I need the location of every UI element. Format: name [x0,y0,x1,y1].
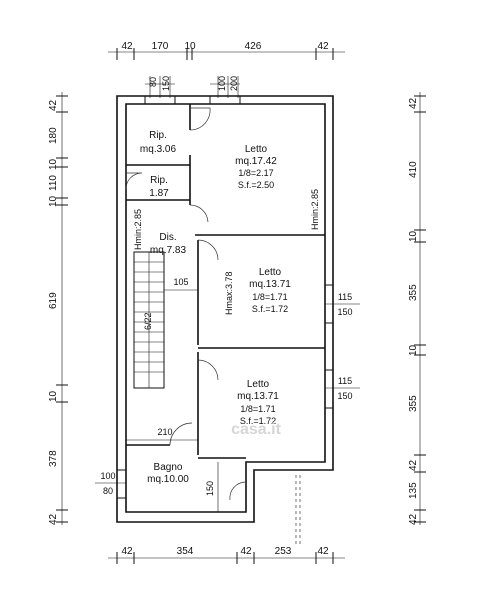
rip2-name: Rip. [150,175,168,186]
bottom-dim-5: 42 [317,546,329,557]
bagno-window-dim-b: 80 [103,486,113,496]
bottom-dimension-line: 42 354 42 253 42 [108,546,345,564]
top-dim-3: 10 [184,41,196,52]
bottom-dim-2: 354 [177,546,194,557]
letto3-sf: S.f.=1.72 [240,416,276,426]
letto3-ratio: 1/8=1.71 [240,404,275,414]
guide-lines [295,475,301,545]
letto3-name: Letto [247,379,270,390]
letto2-sf: S.f.=1.72 [252,304,288,314]
top-dimension-line: 42 170 10 426 42 [108,41,345,60]
right-dim-7: 42 [408,459,419,471]
top-small-dim-3: 100 [217,76,227,91]
rip1-name: Rip. [149,130,167,141]
hmin-right: Hmin:2.85 [310,189,320,230]
letto1-sf: S.f.=2.50 [238,180,274,190]
top-small-dim-2: 150 [161,76,171,91]
top-window-dims: 80 150 100 200 [145,76,240,98]
top-dim-4: 426 [245,41,262,52]
letto2-area: mq.13.71 [249,279,291,290]
right-dim-2: 410 [408,161,419,178]
top-dim-5: 42 [317,41,329,52]
right-dim-3: 10 [408,230,419,242]
window2-dim-b: 150 [337,391,352,401]
room-rip-1: Rip. mq.3.06 [140,130,177,155]
room-letto-1: Letto mq.17.42 1/8=2.17 S.f.=2.50 [235,144,277,190]
hmin-left: Hmin:2.85 [133,209,143,250]
room-letto-2: Letto mq.13.71 1/8=1.71 S.f.=1.72 [249,267,291,314]
letto1-area: mq.17.42 [235,156,277,167]
right-dim-6: 355 [408,395,419,412]
left-dim-5: 10 [48,195,59,207]
letto2-ratio: 1/8=1.71 [252,292,287,302]
letto1-name: Letto [245,144,268,155]
dim-150: 150 [205,481,215,496]
dim-210: 210 [157,427,172,437]
right-dimension-line: 42 410 10 355 10 355 42 135 42 [408,92,426,525]
left-dim-4: 110 [48,175,59,191]
right-dim-8: 135 [408,482,419,499]
stair-label: 6/22 [143,312,153,330]
top-small-dim-1: 80 [148,77,158,87]
left-dim-9: 42 [48,513,59,525]
top-small-dim-4: 200 [229,76,239,91]
window1-dim-a: 115 [338,292,352,302]
walls [116,95,334,523]
bagno-name: Bagno [154,462,183,473]
rip1-area: mq.3.06 [140,144,177,155]
door-swings [125,107,247,501]
staircase: 6/22 [133,251,165,389]
watermark: casa.it [231,421,281,438]
top-dim-2: 170 [152,41,169,52]
left-dim-1: 42 [48,99,59,111]
left-dim-6: 619 [48,292,59,309]
bagno-window-dim-a: 100 [100,471,115,481]
hmax: Hmax:3.78 [224,271,234,315]
right-dim-4: 355 [408,284,419,301]
letto1-ratio: 1/8=2.17 [238,168,273,178]
window1-dim-b: 150 [337,307,352,317]
room-bagno: Bagno mq.10.00 [147,462,189,485]
left-dim-3: 10 [48,158,59,170]
left-dim-7: 10 [48,390,59,402]
bottom-dim-1: 42 [121,546,133,557]
right-dim-9: 42 [408,513,419,525]
room-letto-3: Letto mq.13.71 1/8=1.71 S.f.=1.72 [237,379,279,426]
top-dim-1: 42 [121,41,133,52]
bottom-dim-3: 42 [240,546,252,557]
room-dis: Dis. mq.7.83 [150,232,187,256]
left-dim-8: 378 [48,450,59,467]
right-dim-5: 10 [408,344,419,356]
letto3-area: mq.13.71 [237,391,279,402]
right-dim-1: 42 [408,97,419,109]
left-dim-2: 180 [48,127,59,144]
room-rip-2: Rip. 1.87 [149,175,169,199]
bagno-area: mq.10.00 [147,474,189,485]
letto2-name: Letto [259,267,282,278]
dis-area: mq.7.83 [150,245,187,256]
dim-105: 105 [173,277,188,287]
dis-name: Dis. [159,232,176,243]
bottom-dim-4: 253 [275,546,292,557]
left-dimension-line: 42 180 10 110 10 619 10 378 42 [48,92,68,525]
rip2-area: 1.87 [149,188,169,199]
window2-dim-a: 115 [338,376,352,386]
inner-dimensions: Hmin:2.85 Hmin:2.85 Hmax:3.78 105 210 15… [95,189,360,512]
